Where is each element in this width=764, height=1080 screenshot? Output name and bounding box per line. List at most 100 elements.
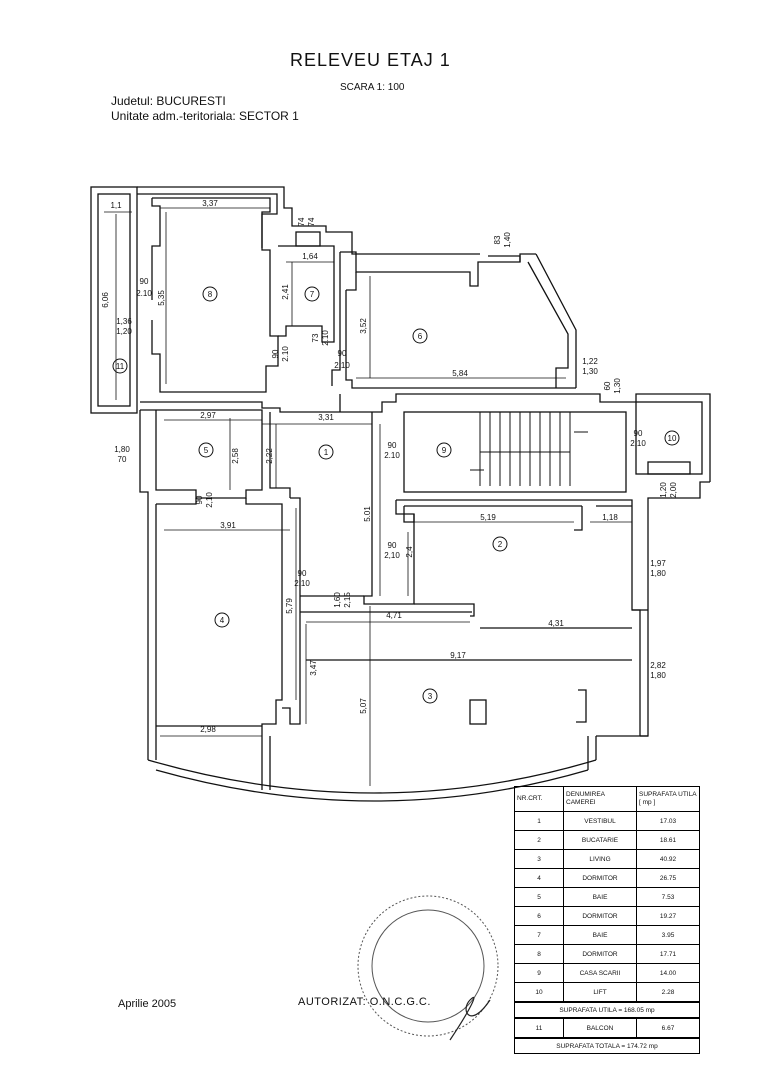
table-cell: CASA SCARII [563,963,637,983]
table-cell: 5 [514,887,564,907]
dim-label: 2,00 [669,482,678,498]
dim-label: 2,10 [205,492,214,508]
table-cell: BALCON [563,1017,637,1039]
table-cell: DORMITOR [563,906,637,926]
dim-label: 1,1 [110,201,122,210]
judet-label: Judetul: BUCURESTI [111,94,226,108]
dim-label: 1,60 [333,592,342,608]
table-cell: 11 [514,1017,564,1039]
table-cell: 7 [514,925,564,945]
dim-label: 1,36 [116,317,132,326]
dim-label: 2,82 [650,661,666,670]
table-cell: 10 [514,982,564,1003]
table-cell: DORMITOR [563,944,637,964]
col-area-header: SUPRAFATA UTILA [ mp ] [636,786,700,812]
dim-label: 5,84 [452,369,468,378]
authorization-label: AUTORIZAT: O.N.C.G.C. [298,996,431,1008]
dim-label: 9,17 [450,651,466,660]
table-cell: 3.95 [636,925,700,945]
unitate-label: Unitate adm.-teritoriala: SECTOR 1 [111,109,299,123]
dim-label: 4,71 [386,611,402,620]
table-cell: LIVING [563,849,637,869]
official-stamp [357,895,499,1041]
dim-label: 5.01 [363,506,372,522]
dim-label: 60 [603,381,612,390]
table-cell: 2.28 [636,982,700,1003]
dim-label: 2,15 [343,592,352,608]
dim-label: 5,35 [157,290,166,306]
table-cell: 17.03 [636,811,700,831]
dim-label: 1,22 [582,357,598,366]
dim-label: 2.10 [334,361,350,370]
table-cell: BAIE [563,887,637,907]
dim-label: 1,80 [650,569,666,578]
dim-label: 3,91 [220,521,236,530]
room-area-table: NR.CRT. DENUMIREA CAMEREI SUPRAFATA UTIL… [514,786,700,1054]
dim-label: 2,41 [281,284,290,300]
dim-label: 1,97 [650,559,666,568]
dim-label: 90 [634,429,643,438]
dim-label: 90 [298,569,307,578]
room-number: 6 [418,332,423,341]
table-cell: 1 [514,811,564,831]
table-cell: 40.92 [636,849,700,869]
room-number: 11 [116,362,125,371]
table-cell: 17.71 [636,944,700,964]
table-cell: 19.27 [636,906,700,926]
dim-label: 2,10 [630,439,646,448]
usable-area-total: SUPRAFATA UTILA = 168.05 mp [514,1001,700,1019]
dim-label: 70 [118,455,127,464]
dim-label: 90 [338,349,347,358]
dim-label: 2.10 [281,346,290,362]
dim-label: 3,31 [318,413,334,422]
dim-label: 2,97 [200,411,216,420]
dim-label: 2,10 [384,551,400,560]
table-cell: VESTIBUL [563,811,637,831]
dim-label: 5,19 [480,513,496,522]
table-cell: 9 [514,963,564,983]
room-number: 3 [428,692,433,701]
dim-label: 2,4 [405,546,414,558]
dim-label: 90 [195,495,204,504]
page-title: RELEVEU ETAJ 1 [290,50,451,70]
room-number: 4 [220,616,225,625]
dim-label: 2.10 [136,289,152,298]
total-area: SUPRAFATA TOTALA = 174.72 mp [514,1037,700,1054]
dim-label: 2,98 [200,725,216,734]
dim-label: 73 [311,333,320,342]
dim-label: 2,58 [231,448,240,464]
table-cell: 26.75 [636,868,700,888]
dim-label: 90 [388,541,397,550]
dim-label: 2,10 [294,579,310,588]
dim-label: 1,64 [302,252,318,261]
table-cell: 7.53 [636,887,700,907]
dim-label: 1,30 [613,378,622,394]
dim-label: 74 [307,217,316,226]
room-number: 1 [324,448,329,457]
room-number: 8 [208,290,213,299]
room-number: 9 [442,446,447,455]
dim-label: 74 [297,217,306,226]
dim-label: 2,22 [265,448,274,464]
dim-label: 1,80 [114,445,130,454]
dim-label: 2.10 [321,330,330,346]
dim-label: 90 [388,441,397,450]
dim-label: 83 [493,235,502,244]
dim-label: 1,40 [503,232,512,248]
dim-label: 1,20 [116,327,132,336]
dim-label: 3,37 [202,199,218,208]
table-cell: 2 [514,830,564,850]
table-cell: 14.00 [636,963,700,983]
balcony-outline [90,186,138,414]
dim-label: 4,31 [548,619,564,628]
